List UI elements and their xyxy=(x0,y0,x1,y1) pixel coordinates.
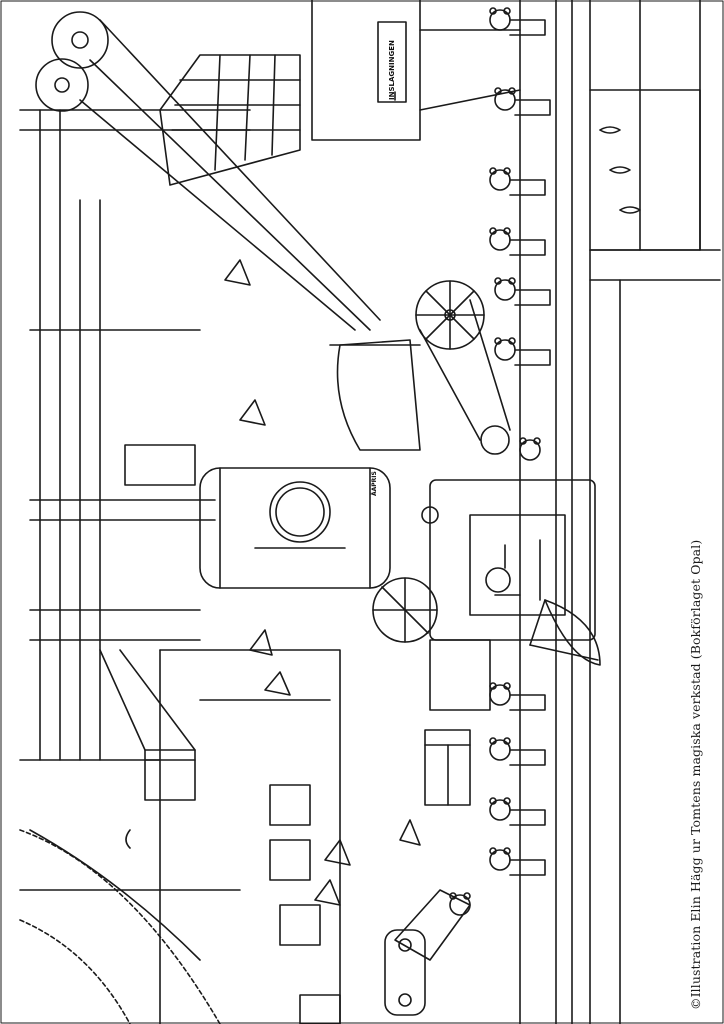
gnome xyxy=(399,819,421,846)
teddy-bear xyxy=(494,277,551,306)
can-label: ÅAPRIS xyxy=(371,471,378,496)
wrapping-chute xyxy=(311,0,521,141)
teddy-bears xyxy=(449,7,551,916)
teddy-bear xyxy=(489,682,546,711)
robot-arm xyxy=(384,889,471,1016)
boiler-tank xyxy=(199,467,391,589)
building-block xyxy=(19,649,341,1024)
teddy-bear xyxy=(494,87,551,116)
cart-wheel xyxy=(372,577,438,643)
inslagningen-sign-label: INSLAGNINGEN xyxy=(388,40,396,100)
drawer-cabinet xyxy=(159,54,301,186)
pipes-left xyxy=(29,199,216,761)
gnome xyxy=(314,879,341,906)
teddy-bear xyxy=(519,437,541,461)
gnome xyxy=(264,671,291,696)
teddy-bear xyxy=(489,737,546,766)
teddy-bear xyxy=(489,847,546,876)
hanging-crate xyxy=(29,649,201,961)
gnome xyxy=(239,399,266,426)
gnome xyxy=(324,839,351,866)
gnome xyxy=(224,259,251,286)
crate xyxy=(424,729,471,806)
teddy-bear xyxy=(489,797,546,826)
gnome xyxy=(249,629,273,656)
monitor-cabinet xyxy=(421,479,596,711)
illustration-credit: ©Illustration Elin Hägg ur Tomtens magis… xyxy=(688,539,703,1010)
inslagningen-sign xyxy=(377,21,407,103)
fish-slide xyxy=(589,89,701,251)
teddy-bear xyxy=(489,167,546,196)
pulley-system xyxy=(19,11,381,761)
chains xyxy=(19,829,221,1024)
gnomes xyxy=(224,259,421,906)
teddy-bear xyxy=(489,7,546,36)
teddy-bear xyxy=(449,892,471,916)
spoked-wheel xyxy=(415,280,511,455)
mixing-tub xyxy=(329,339,421,451)
teddy-bear xyxy=(494,337,551,366)
teddy-bear xyxy=(489,227,546,256)
parachute xyxy=(529,599,601,666)
